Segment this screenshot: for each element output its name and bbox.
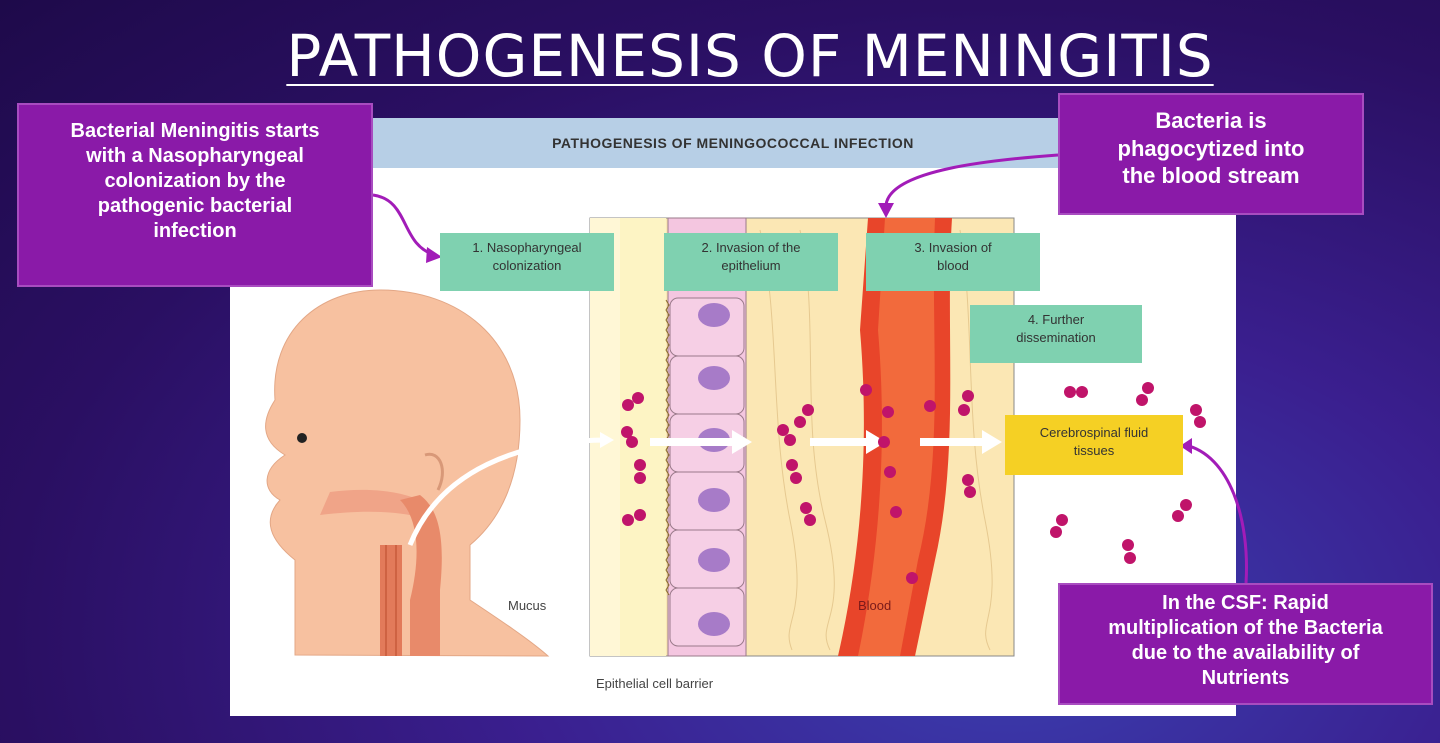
blood-vessel bbox=[838, 218, 952, 656]
csf-line1: Cerebrospinal fluid bbox=[1039, 425, 1149, 440]
csf-label: Cerebrospinal fluid tissues bbox=[1005, 415, 1183, 475]
callout-line: In the CSF: Rapid bbox=[1162, 592, 1329, 614]
stage-label-blood: 3. Invasion of blood bbox=[866, 233, 1040, 291]
callout-line: multiplication of the Bacteria bbox=[1108, 617, 1383, 639]
callout-bloodstream: Bacteria is phagocytized into the blood … bbox=[1058, 93, 1364, 215]
callout-line: the blood stream bbox=[1122, 163, 1300, 188]
callout-line: Bacterial Meningitis starts bbox=[70, 120, 320, 142]
stage-3-line1: 3. Invasion of bbox=[914, 240, 992, 255]
callout-line: with a Nasopharyngeal bbox=[86, 145, 304, 167]
callout-line: phagocytized into bbox=[1117, 135, 1305, 161]
callout-line: Bacteria is bbox=[1155, 108, 1267, 133]
stage-4-line1: 4. Further bbox=[1027, 312, 1085, 327]
csf-line2: tissues bbox=[1073, 443, 1115, 459]
figure-header: PATHOGENESIS OF MENINGOCOCCAL INFECTION bbox=[552, 135, 914, 151]
blood-label: Blood bbox=[858, 598, 892, 613]
slide-title: PATHOGENESIS OF MENINGITIS bbox=[286, 22, 1214, 90]
callout-csf-multiplication: In the CSF: Rapid multiplication of the … bbox=[1058, 583, 1433, 705]
head-illustration bbox=[265, 289, 550, 657]
callout-line: infection bbox=[153, 220, 237, 242]
callout-connectors bbox=[372, 153, 1248, 584]
progression-arrows bbox=[650, 430, 1002, 454]
entry-arrow bbox=[407, 437, 609, 546]
stage-label-nasopharyngeal: 1. Nasopharyngeal colonization bbox=[440, 233, 614, 291]
stage-label-dissemination: 4. Further dissemination bbox=[970, 305, 1142, 363]
callout-line: colonization by the bbox=[104, 170, 286, 192]
stage-2-line1: 2. Invasion of the bbox=[701, 240, 801, 255]
stage-1-line1: 1. Nasopharyngeal bbox=[472, 240, 582, 255]
stage-4-line2: dissemination bbox=[1016, 329, 1096, 345]
stage-3-line2: blood bbox=[937, 257, 969, 273]
callout-colonization: Bacterial Meningitis starts with a Nasop… bbox=[17, 103, 373, 287]
callout-line: pathogenic bacterial bbox=[97, 195, 293, 217]
stage-1-line2: colonization bbox=[492, 257, 562, 273]
stage-2-line2: epithelium bbox=[721, 257, 781, 273]
epithelial-barrier-label: Epithelial cell barrier bbox=[596, 676, 714, 691]
stage-label-epithelium: 2. Invasion of the epithelium bbox=[664, 233, 838, 291]
bacteria bbox=[621, 382, 1206, 584]
callout-line: due to the availability of bbox=[1131, 642, 1360, 664]
mucus-label: Mucus bbox=[508, 598, 547, 613]
callout-line: Nutrients bbox=[1201, 667, 1290, 689]
